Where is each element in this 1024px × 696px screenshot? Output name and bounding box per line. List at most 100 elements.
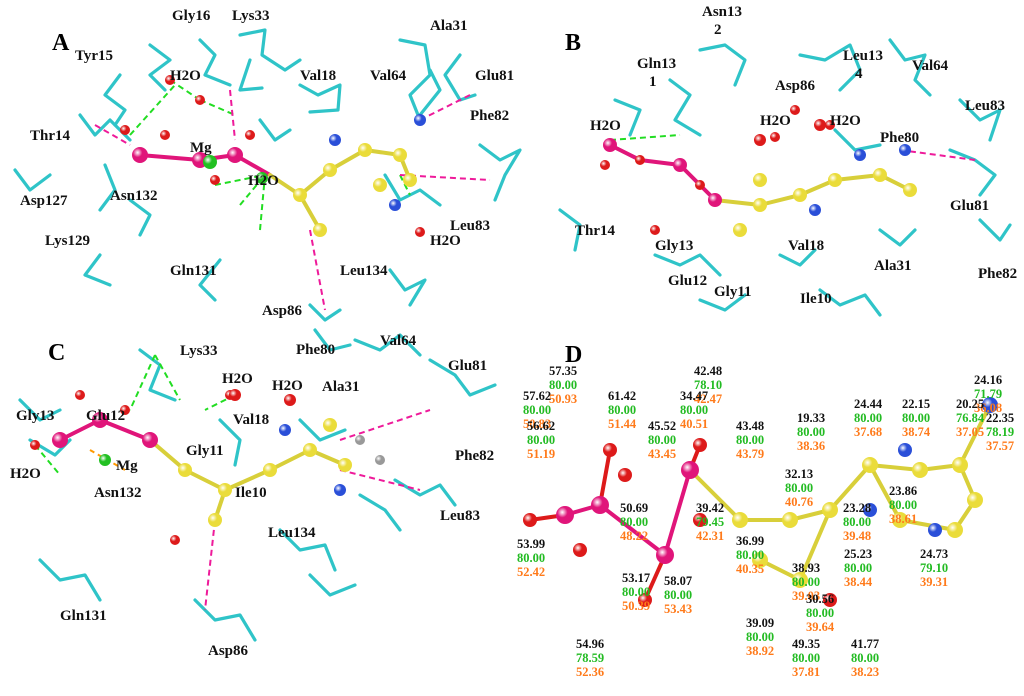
atom bbox=[403, 173, 417, 187]
atom-value: 80.00 bbox=[620, 515, 648, 529]
protein-stick bbox=[398, 38, 432, 122]
atom bbox=[203, 155, 217, 169]
atom-value: 43.79 bbox=[736, 447, 764, 461]
residue-label: Glu81 bbox=[448, 358, 487, 374]
atom bbox=[863, 503, 877, 517]
protein-stick bbox=[308, 573, 357, 597]
residue-label: Val64 bbox=[370, 68, 407, 84]
atom-value: 80.00 bbox=[792, 651, 820, 665]
atom-value: 80.00 bbox=[792, 575, 820, 589]
residue-label: Gln131 bbox=[60, 608, 107, 624]
protein-stick bbox=[298, 418, 347, 442]
atom bbox=[52, 432, 68, 448]
atom bbox=[75, 390, 85, 400]
atom bbox=[355, 435, 365, 445]
residue-label-line: Gln13 bbox=[637, 56, 676, 72]
residue-label: Thr14 bbox=[575, 223, 616, 239]
atom-value: 78.19 bbox=[986, 425, 1014, 439]
residue-label: H2O bbox=[760, 113, 791, 129]
residue-label: Val18 bbox=[300, 68, 336, 84]
protein-stick bbox=[698, 43, 747, 87]
atom-value: 78.10 bbox=[694, 378, 722, 392]
protein-stick bbox=[313, 328, 352, 352]
atom bbox=[393, 148, 407, 162]
atom bbox=[982, 397, 998, 413]
atom-value: 24.73 bbox=[920, 547, 948, 561]
hydrogen-bond bbox=[339, 409, 431, 441]
atom-value: 80.00 bbox=[797, 425, 825, 439]
protein-stick bbox=[818, 288, 882, 317]
ligand-bond bbox=[663, 468, 692, 557]
protein-stick bbox=[353, 333, 422, 357]
atom-value: 80.00 bbox=[736, 433, 764, 447]
atom-value: 37.81 bbox=[792, 665, 820, 679]
atom bbox=[132, 147, 148, 163]
protein-stick bbox=[193, 598, 257, 642]
atom-value: 78.59 bbox=[576, 651, 604, 665]
atom-value: 80.00 bbox=[785, 481, 813, 495]
ligand-bond bbox=[833, 173, 882, 182]
atom-value: 80.00 bbox=[736, 548, 764, 562]
atom bbox=[928, 523, 942, 537]
residue-label: Gly13 bbox=[655, 238, 693, 254]
protein-stick bbox=[83, 253, 112, 287]
ligand-bond bbox=[868, 463, 902, 522]
ligand-bond bbox=[598, 503, 667, 557]
atom bbox=[947, 522, 963, 538]
protein-stick bbox=[148, 43, 172, 92]
protein-stick bbox=[888, 38, 932, 97]
atom bbox=[600, 160, 610, 170]
residue-label: Glu81 bbox=[475, 68, 514, 84]
atom bbox=[635, 155, 645, 165]
atom-value: 54.96 bbox=[576, 637, 604, 651]
atom-value: 40.51 bbox=[680, 417, 708, 431]
atom-value: 80.00 bbox=[523, 403, 551, 417]
protein-stick bbox=[443, 53, 477, 102]
atom-value: 80.00 bbox=[664, 588, 692, 602]
protein-stick bbox=[698, 293, 747, 312]
residue-label: H2O bbox=[430, 233, 461, 249]
atom bbox=[170, 535, 180, 545]
atom-value: 71.79 bbox=[974, 387, 1002, 401]
atom-value: 42.31 bbox=[696, 529, 724, 543]
atom-value: 38.44 bbox=[844, 575, 873, 589]
residue-label: H2O bbox=[170, 68, 201, 84]
residue-label: Val18 bbox=[233, 412, 269, 428]
atom-value: 80.00 bbox=[851, 651, 879, 665]
atom-value: 76.84 bbox=[956, 411, 985, 425]
ligand-bond bbox=[868, 463, 922, 472]
protein-stick bbox=[668, 78, 702, 137]
atom-value: 50.83 bbox=[523, 417, 551, 431]
atom-value: 50.39 bbox=[622, 599, 650, 613]
atom-value: 48.22 bbox=[620, 529, 648, 543]
atom-value: 80.00 bbox=[844, 561, 872, 575]
atom-value: 80.00 bbox=[648, 433, 676, 447]
protein-stick bbox=[198, 258, 222, 302]
atom-value: 80.00 bbox=[746, 630, 774, 644]
atom bbox=[323, 163, 337, 177]
atom bbox=[792, 572, 808, 588]
atom-value: 49.35 bbox=[792, 637, 820, 651]
residue-label: Leu134 bbox=[268, 525, 316, 541]
atom bbox=[389, 199, 401, 211]
hydrogen-bond bbox=[309, 229, 326, 311]
atom bbox=[358, 143, 372, 157]
atom-value: 39.48 bbox=[843, 529, 871, 543]
ligand-bond bbox=[958, 403, 992, 467]
